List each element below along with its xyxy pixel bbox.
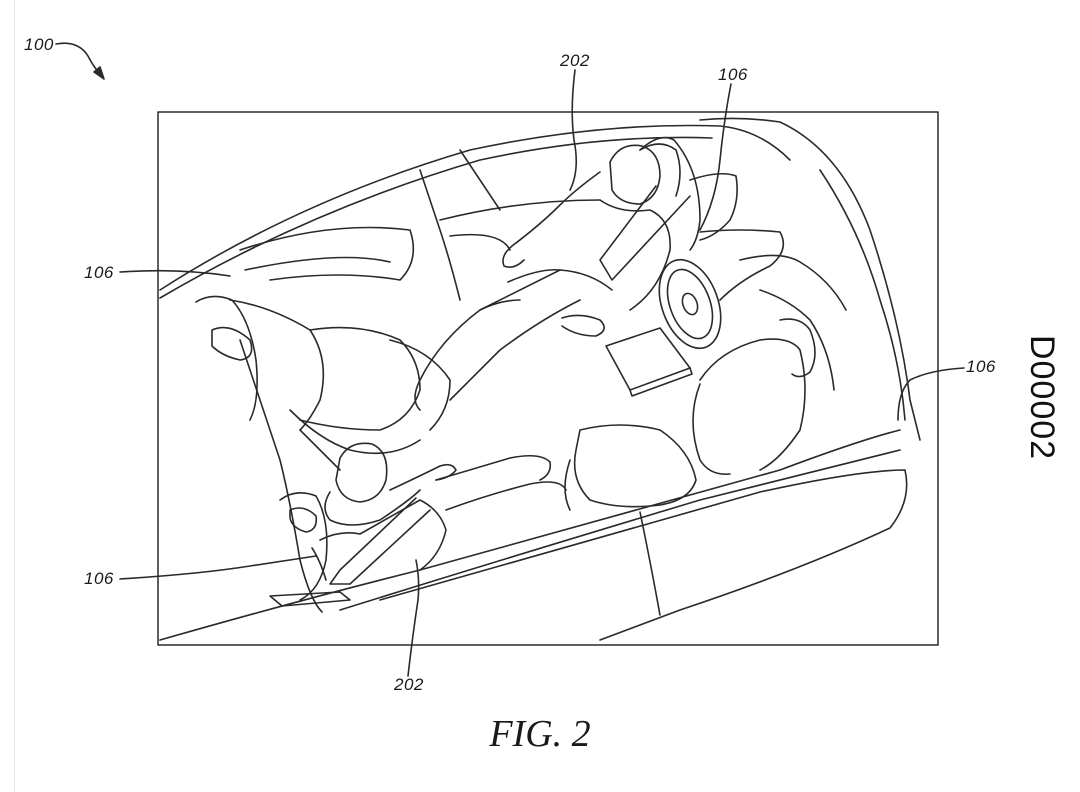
seat-rear-left	[195, 295, 451, 471]
ref-label-106-front-left: 106	[84, 569, 114, 588]
vehicle-body	[159, 117, 921, 641]
rear-occupant	[414, 143, 691, 411]
arrowhead-100	[93, 66, 105, 80]
leader-106-front-right	[699, 83, 732, 231]
sheet-identifier-text: D00002	[1023, 334, 1062, 460]
front-occupant	[311, 442, 567, 585]
leader-202-rear	[569, 69, 578, 191]
ref-label-106-rear-left: 106	[84, 263, 114, 282]
ref-label-202-front: 202	[394, 675, 424, 694]
ref-label-100: 100	[24, 35, 54, 54]
leader-202-front	[407, 559, 420, 677]
figure-caption: FIG. 2	[489, 713, 591, 755]
figure-frame	[157, 111, 939, 646]
seat-front-left	[239, 339, 351, 613]
sheet-identifier: D00002	[1022, 322, 1062, 472]
steering-wheel	[605, 258, 722, 397]
leader-106-rear-left	[119, 269, 231, 277]
seat-front-right	[639, 136, 847, 391]
ref-label-106-right-side: 106	[966, 357, 996, 376]
scan-edge-line	[14, 0, 15, 792]
ref-label-202-rear: 202	[560, 51, 590, 70]
seat-middle-right	[564, 318, 816, 511]
ref-label-106-front-right: 106	[718, 65, 748, 84]
leader-106-front-left	[119, 555, 317, 580]
leader-106-right-side	[897, 367, 965, 421]
